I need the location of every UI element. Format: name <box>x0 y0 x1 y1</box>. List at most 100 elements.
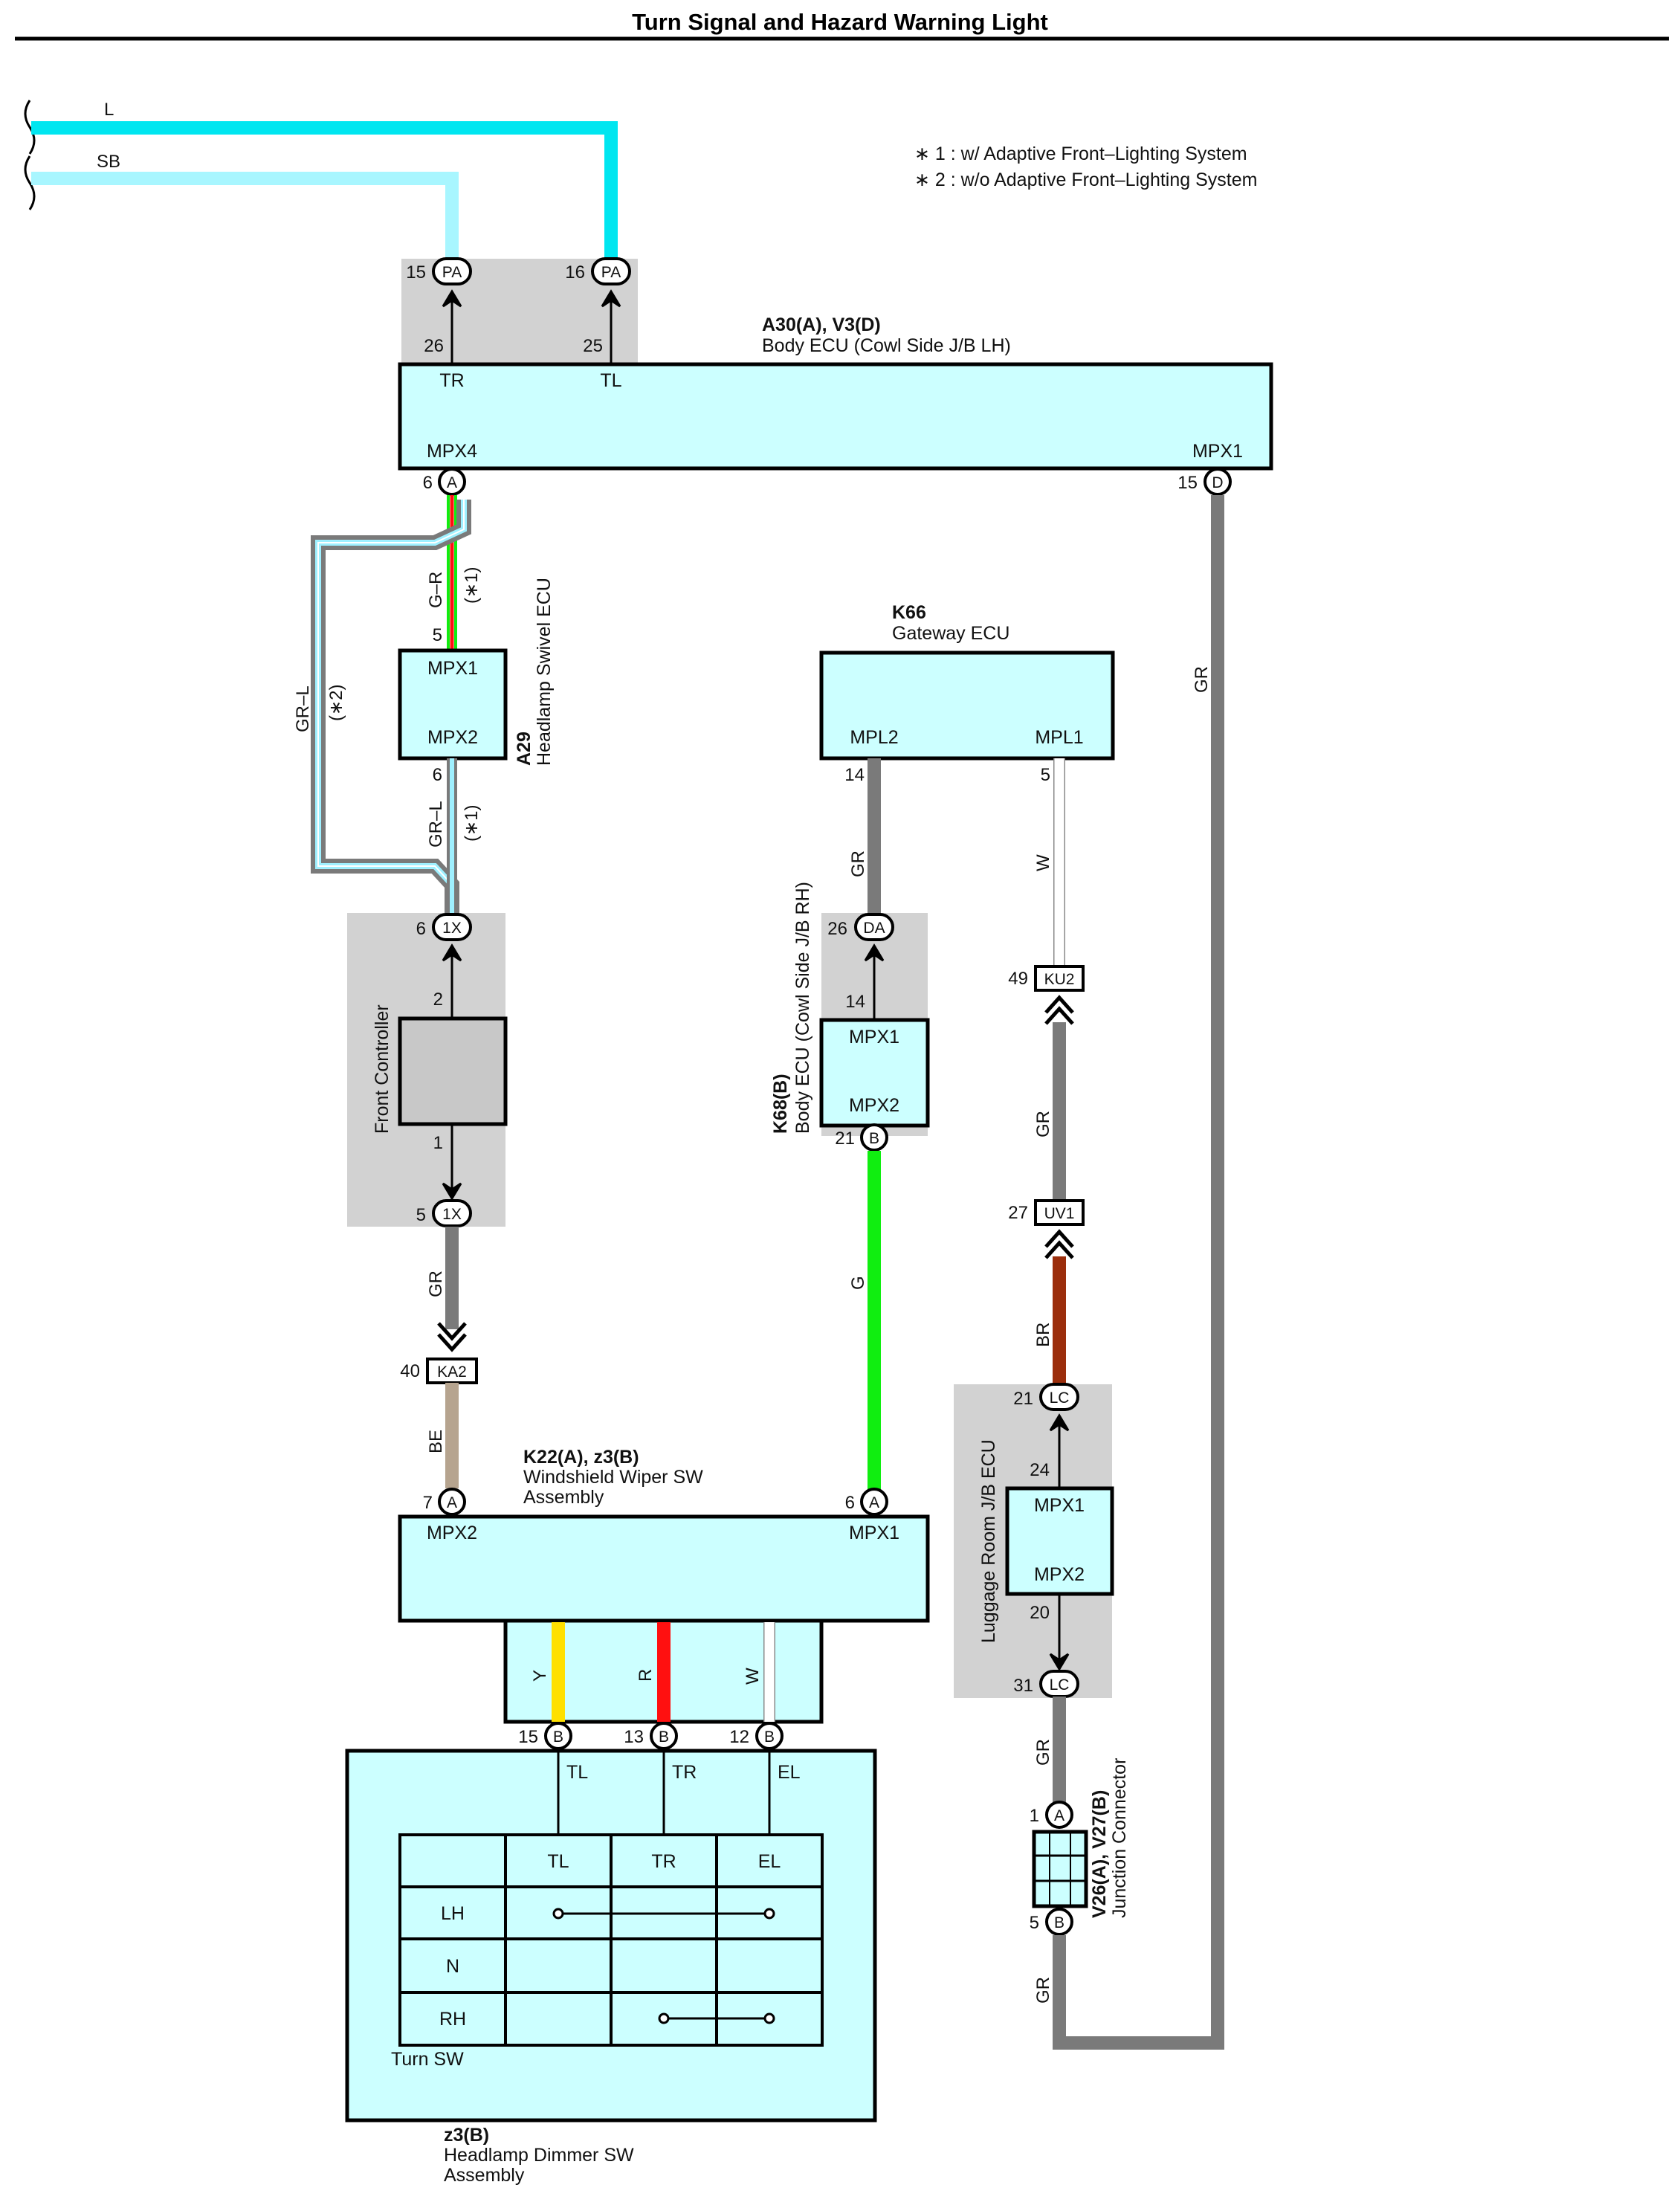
luggage-ecu-name: Luggage Room J/B ECU <box>978 1439 999 1643</box>
connector-uv1 <box>1034 1199 1085 1226</box>
connector-ku2 <box>1034 965 1085 992</box>
luggage-ecu-mpx1: MPX1 <box>1034 1495 1085 1516</box>
body-ecu-rh-mpx1: MPX1 <box>849 1027 899 1047</box>
body-ecu-rh-code: K68(B) <box>770 1074 791 1134</box>
dimmer-sw-code: z3(B) <box>444 2125 489 2146</box>
pin-5-junction: 5 <box>1030 1913 1039 1933</box>
body-ecu-code: A30(A), V3(D) <box>762 314 881 335</box>
arrow-up-front-controller <box>442 943 462 962</box>
body-ecu-tr-label: TR <box>439 370 464 391</box>
pin-20: 20 <box>1030 1603 1050 1623</box>
pin-6-1x: 6 <box>416 919 426 939</box>
switch-node-rh-el <box>763 2012 775 2024</box>
variant-label-1-bottom: (∗1) <box>462 805 482 842</box>
pin-49: 49 <box>1008 969 1028 989</box>
wire-label-GR-L-swivel: GR–L <box>426 801 446 848</box>
pin-16: 16 <box>565 262 585 283</box>
arrow-up-tl <box>601 289 621 308</box>
connector-label-d-body-ecu: D <box>1212 474 1223 491</box>
pin-6-swivel: 6 <box>433 765 442 785</box>
variant-label-1-top: (∗1) <box>462 567 482 604</box>
switch-node-lh-tl <box>552 1908 564 1920</box>
turn-sw-label: Turn SW <box>391 2049 464 2070</box>
connector-label-ku2: KU2 <box>1044 971 1075 988</box>
connector-pa-15 <box>432 257 472 285</box>
wire-label-GR-1: GR <box>426 1271 446 1297</box>
gateway-ecu-mpl1: MPL1 <box>1035 727 1083 748</box>
connector-a-junction <box>1045 1801 1073 1829</box>
switch-node-lh-el <box>763 1908 775 1920</box>
note-2: ∗ 2 : w/o Adaptive Front–Lighting System <box>914 170 1257 190</box>
note-1: ∗ 1 : w/ Adaptive Front–Lighting System <box>914 143 1247 164</box>
connector-label-pa-16: PA <box>601 264 621 281</box>
pin-40: 40 <box>400 1361 420 1381</box>
swivel-ecu-mpx1: MPX1 <box>427 658 478 679</box>
dimmer-sw-name-2: Assembly <box>444 2165 525 2186</box>
wire-SB <box>31 172 459 266</box>
pin-26-da: 26 <box>827 919 847 939</box>
pin-27: 27 <box>1008 1203 1028 1223</box>
gateway-ecu-name: Gateway ECU <box>892 623 1009 644</box>
pin-6-wiper: 6 <box>845 1493 855 1513</box>
connector-1x-top <box>432 913 472 941</box>
wiper-sw-box <box>398 1514 930 1623</box>
connector-label-a-body-ecu: A <box>447 474 457 491</box>
wire-label-GR-4: GR <box>1033 1739 1053 1766</box>
wire-label-Y: Y <box>530 1670 550 1682</box>
dimmer-el-label: EL <box>778 1762 801 1783</box>
switch-table-row-rh: RH <box>439 2009 466 2030</box>
wire-L <box>31 121 618 266</box>
pin-21-b: 21 <box>835 1129 855 1149</box>
connector-label-b-junction: B <box>1054 1914 1064 1931</box>
connector-d-body-ecu <box>1204 468 1232 496</box>
body-ecu-box <box>398 362 1273 471</box>
body-ecu-mpx4-label: MPX4 <box>427 441 477 462</box>
switch-table-row-n: N <box>446 1956 459 1977</box>
body-ecu-rh-mpx2: MPX2 <box>849 1095 899 1116</box>
dimmer-tr-label: TR <box>672 1762 697 1783</box>
pin-21-lc: 21 <box>1013 1389 1033 1409</box>
pin-14-body-ecu-rh: 14 <box>845 992 865 1012</box>
connector-label-b-15: B <box>553 1728 563 1746</box>
double-chevron-uv1 <box>1044 1229 1074 1259</box>
swivel-ecu-mpx2: MPX2 <box>427 727 478 748</box>
pin-15: 15 <box>406 262 426 283</box>
dimmer-sw-name-1: Headlamp Dimmer SW <box>444 2145 634 2166</box>
wire-label-GR-L-side: GR–L <box>293 685 313 732</box>
gateway-ecu-mpl2: MPL2 <box>850 727 898 748</box>
pin-31: 31 <box>1013 1676 1033 1696</box>
luggage-ecu-mpx2: MPX2 <box>1034 1564 1085 1585</box>
pin-25: 25 <box>583 336 603 356</box>
pin-15-body-ecu: 15 <box>1177 473 1198 493</box>
luggage-room-ecu-box <box>1005 1486 1114 1596</box>
wire-label-G: G <box>848 1276 868 1290</box>
wire-label-L: L <box>104 100 114 120</box>
arrow-up-tr <box>442 289 462 308</box>
wire-label-W-internal: W <box>743 1668 763 1685</box>
pin-6-body-ecu: 6 <box>423 473 433 493</box>
connector-a-wiper-7 <box>438 1488 466 1516</box>
gateway-ecu-code: K66 <box>892 602 926 623</box>
wire-label-R: R <box>636 1669 656 1682</box>
connector-label-lc-bottom: LC <box>1050 1676 1070 1694</box>
connector-label-b-body-ecu-rh: B <box>869 1130 879 1147</box>
wiper-sw-name-1: Windshield Wiper SW <box>523 1467 703 1488</box>
wire-label-GR-3: GR <box>1033 1111 1053 1137</box>
connector-label-b-13: B <box>659 1728 669 1746</box>
junction-code: V26(A), V27(B) <box>1089 1790 1110 1918</box>
connector-label-a-junction: A <box>1054 1807 1064 1824</box>
connector-label-a-wiper-7: A <box>447 1494 457 1511</box>
connector-da <box>854 913 894 941</box>
wire-label-BE: BE <box>426 1430 446 1453</box>
front-controller-name: Front Controller <box>372 1004 392 1134</box>
junction-name: Junction Connector <box>1109 1758 1130 1918</box>
connector-label-lc-top: LC <box>1050 1389 1070 1407</box>
junction-connector-box <box>1032 1830 1088 1908</box>
pin-12-b: 12 <box>729 1727 749 1747</box>
pin-15-b: 15 <box>518 1727 538 1747</box>
switch-table-col-tl: TL <box>547 1851 569 1872</box>
switch-table-col-tr: TR <box>651 1851 676 1872</box>
switch-node-rh-tr <box>658 2012 670 2024</box>
arrow-down-luggage <box>1049 1653 1070 1671</box>
front-controller-box <box>398 1016 508 1126</box>
